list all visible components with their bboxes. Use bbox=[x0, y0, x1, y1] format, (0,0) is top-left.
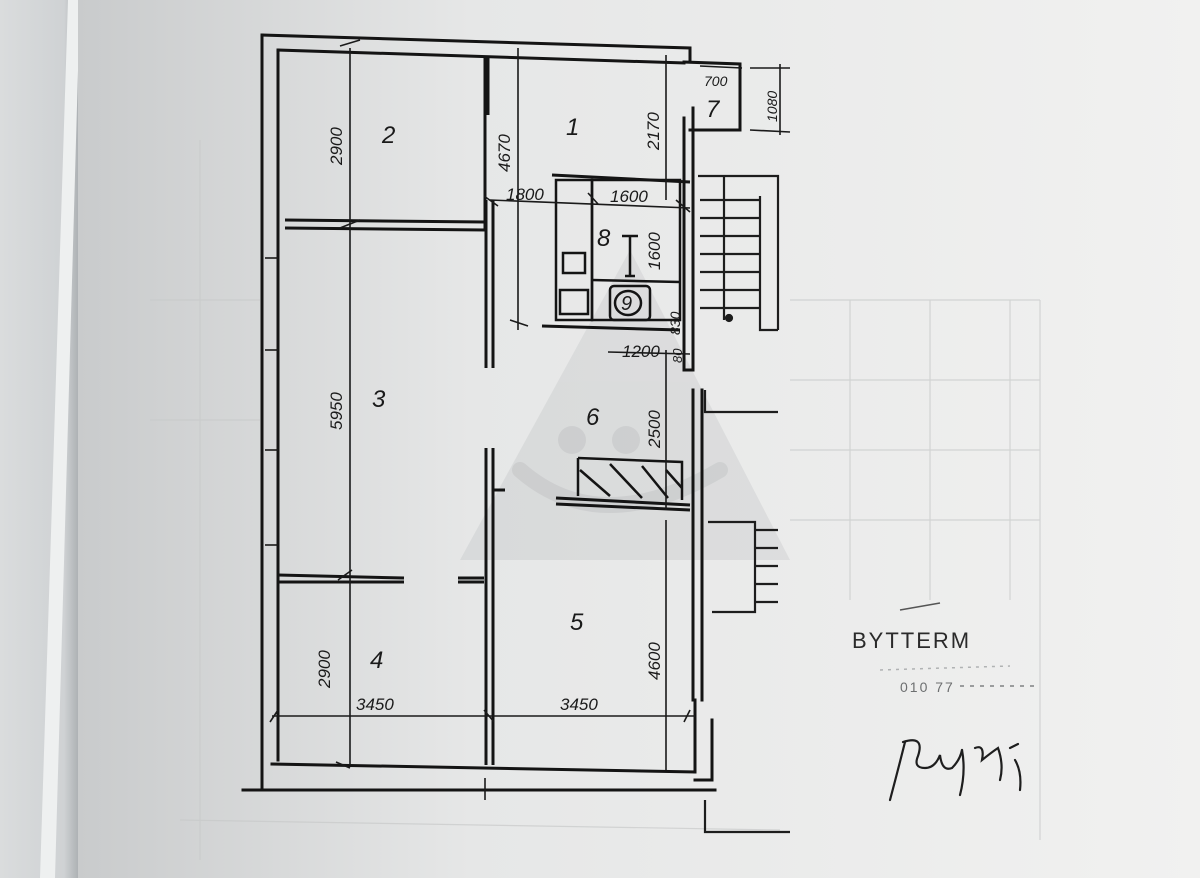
dim-3450-right: 3450 bbox=[560, 695, 598, 714]
room-9-label: 9 bbox=[621, 293, 632, 315]
room-7-label: 7 bbox=[706, 96, 721, 123]
stamp-company: BYTTERM bbox=[852, 628, 971, 653]
room-labels: 1 2 3 4 5 6 7 8 9 bbox=[370, 96, 721, 674]
stairs-upper bbox=[698, 174, 780, 332]
room-6-fixture bbox=[576, 456, 684, 500]
dim-80: 80 bbox=[670, 348, 685, 363]
signature bbox=[888, 739, 1022, 802]
dim-1200: 1200 bbox=[622, 342, 660, 361]
dim-2170: 2170 bbox=[644, 112, 663, 151]
stamp: BYTTERM 010 77 bbox=[852, 602, 1040, 695]
dim-2500: 2500 bbox=[645, 410, 664, 449]
stamp-code: 010 77 bbox=[900, 679, 955, 695]
room-1-label: 1 bbox=[566, 114, 579, 141]
room-2-label: 2 bbox=[381, 122, 395, 149]
dim-1080: 1080 bbox=[764, 91, 780, 122]
bleed-through-lines bbox=[150, 140, 1041, 860]
dim-2900-room4: 2900 bbox=[315, 650, 334, 689]
room-8-label: 8 bbox=[597, 225, 611, 252]
dim-830: 830 bbox=[667, 311, 683, 335]
main-page bbox=[78, 0, 1200, 878]
dim-3450-left: 3450 bbox=[356, 695, 394, 714]
exterior-walls bbox=[241, 33, 742, 792]
dimension-labels: 2900 4670 2170 700 1080 1800 1600 1600 8… bbox=[315, 73, 780, 714]
room-5-label: 5 bbox=[570, 609, 584, 636]
dimension-lines bbox=[265, 39, 791, 800]
dim-2900-room2: 2900 bbox=[327, 127, 346, 166]
room-3-label: 3 bbox=[372, 386, 386, 413]
dim-4600: 4600 bbox=[645, 642, 664, 680]
dim-1600-v: 1600 bbox=[645, 232, 664, 270]
dim-1600-h: 1600 bbox=[610, 187, 648, 206]
stairs-lower bbox=[703, 390, 790, 834]
dim-700: 700 bbox=[704, 73, 728, 89]
page-edge bbox=[40, 0, 80, 878]
bathroom-fixtures bbox=[554, 178, 682, 322]
dim-1800: 1800 bbox=[506, 185, 544, 204]
dim-4670: 4670 bbox=[495, 134, 514, 172]
room-6-label: 6 bbox=[586, 404, 600, 431]
dim-5950: 5950 bbox=[327, 392, 346, 430]
room-4-label: 4 bbox=[370, 647, 383, 674]
